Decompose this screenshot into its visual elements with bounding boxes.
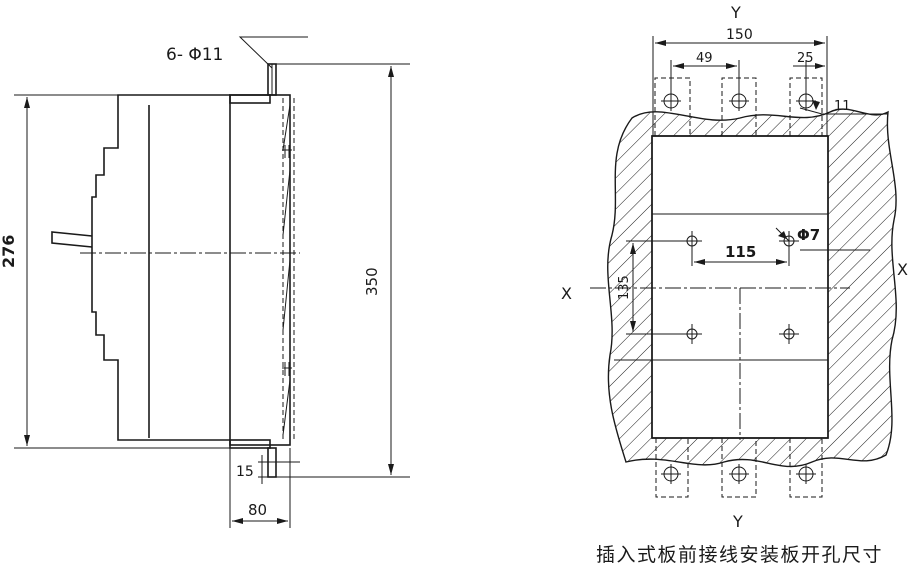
- base-bottom-flange: [229, 439, 271, 449]
- dim-150-arrow-left: [655, 40, 666, 46]
- dim-80-arrow-left: [232, 518, 243, 524]
- dim-150-arrow-right: [814, 40, 825, 46]
- base-slant-line-3: [282, 259, 291, 331]
- dim-135-arrow-top: [630, 243, 636, 254]
- hole-spec-label: 6- Φ11: [166, 45, 223, 65]
- dim-276-label: 276: [0, 235, 18, 268]
- dim-25-arrow-right: [815, 63, 825, 69]
- dim-150-label: 150: [726, 27, 753, 43]
- bottom-mounting-holes: [661, 464, 816, 484]
- side-view: 6- Φ11 276 350 80 15: [0, 36, 410, 528]
- dim-276-arrow-top: [24, 97, 30, 108]
- dim-11-leader: [799, 107, 888, 115]
- dim-15-label: 15: [236, 464, 254, 480]
- dim-11-arrow: [812, 100, 820, 110]
- dim-80-label: 80: [248, 501, 267, 519]
- plugin-base-body: [229, 94, 291, 446]
- dim-115-arrow-left: [694, 259, 705, 265]
- dim-phi7-arrow: [778, 231, 787, 239]
- base-slant-line-4: [282, 379, 291, 436]
- axis-label-y-bottom: Y: [732, 512, 743, 531]
- drawing-caption: 插入式板前接线安装板开孔尺寸: [596, 544, 884, 566]
- dim-phi7-label: Φ7: [797, 226, 820, 244]
- dim-80-arrow-right: [277, 518, 288, 524]
- dim-25-label: 25: [797, 51, 814, 66]
- base-tick-marks-lower: [282, 362, 292, 376]
- axis-label-x-left: X: [561, 284, 572, 303]
- base-tick-marks-upper: [282, 145, 292, 158]
- breaker-front-profile: [91, 94, 230, 441]
- dim-115-arrow-right: [776, 259, 787, 265]
- dim-276-arrow-bottom: [24, 435, 30, 446]
- dim-135-label: 135: [617, 275, 632, 300]
- breaker-handle: [51, 231, 93, 248]
- panel-cutout-view: 150 49 25 11 Φ7 115 135: [561, 3, 908, 531]
- axis-label-x-right: X: [897, 260, 908, 279]
- top-mounting-holes: [661, 91, 816, 111]
- axis-label-y-top: Y: [730, 3, 741, 22]
- base-slant-line-1: [282, 104, 291, 151]
- dim-11-label: 11: [834, 99, 851, 114]
- dim-49-label: 49: [696, 51, 713, 66]
- base-slant-line-2: [282, 169, 291, 236]
- base-top-flange: [229, 94, 271, 104]
- dim-49-arrow-left: [673, 63, 684, 69]
- dim-350-label: 350: [363, 267, 381, 296]
- hole-spec-leader: [238, 36, 308, 69]
- dim-49-arrow-right: [726, 63, 737, 69]
- dim-350-arrow-bottom: [388, 464, 394, 475]
- dim-135-arrow-bottom: [630, 321, 636, 332]
- bottom-terminal-tabs: [655, 438, 823, 498]
- dim-115-label: 115: [725, 243, 756, 261]
- dim-350-arrow-top: [388, 66, 394, 77]
